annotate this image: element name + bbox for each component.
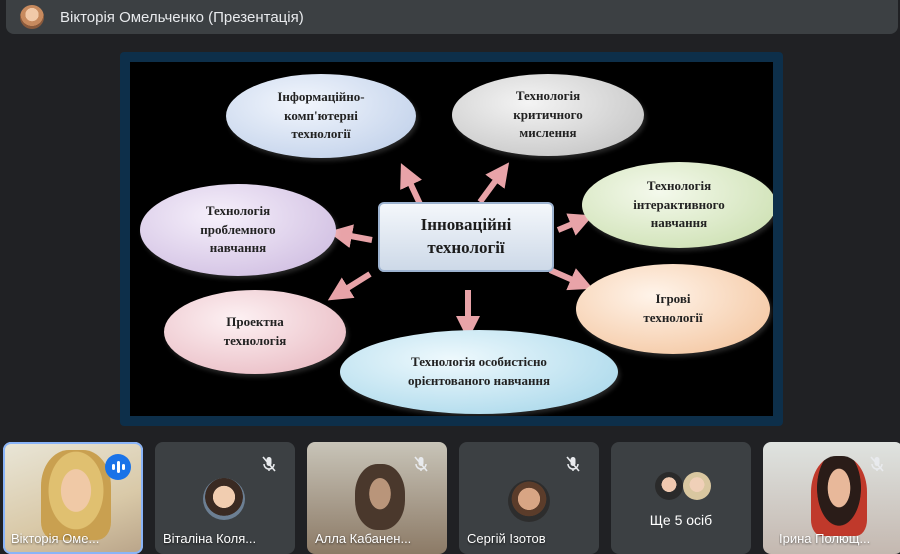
participant-name: Ірина Полющ... <box>779 531 871 546</box>
participant-tile[interactable]: Алла Кабанен... <box>307 442 447 554</box>
participant-video <box>811 456 867 536</box>
more-participants-tile[interactable]: Ще 5 осіб <box>611 442 751 554</box>
mic-off-icon <box>561 452 585 476</box>
participant-avatar <box>655 472 683 500</box>
arrow-to-project <box>327 271 372 301</box>
speaking-indicator-icon <box>105 454 131 480</box>
participant-video <box>41 450 111 540</box>
participant-avatar <box>203 478 245 520</box>
arrow-to-critical <box>477 162 510 204</box>
participant-avatar <box>683 472 711 500</box>
participant-name: Сергій Ізотов <box>467 531 546 546</box>
participant-name: Алла Кабанен... <box>315 531 412 546</box>
participant-tile[interactable]: Ірина Полющ... <box>763 442 900 554</box>
arrow-to-ict <box>400 163 423 206</box>
mic-off-icon <box>865 452 889 476</box>
presenter-bar[interactable]: Вікторія Омельченко (Презентація) <box>6 0 898 34</box>
mic-off-icon <box>257 452 281 476</box>
arrow-to-problem <box>328 224 373 249</box>
participant-avatar <box>508 480 550 522</box>
arrow-to-interactive <box>556 213 594 236</box>
participant-tile[interactable]: Сергій Ізотов <box>459 442 599 554</box>
arrow-to-games <box>548 267 593 291</box>
participant-video <box>355 464 405 530</box>
presenter-avatar <box>20 5 44 29</box>
participant-tile[interactable]: Віталіна Коля... <box>155 442 295 554</box>
mic-off-icon <box>409 452 433 476</box>
arrows-layer <box>327 162 594 340</box>
participant-tile[interactable]: Вікторія Оме... <box>3 442 143 554</box>
presenter-name: Вікторія Омельченко (Презентація) <box>60 8 304 26</box>
more-participants-label: Ще 5 осіб <box>649 512 713 528</box>
participant-name: Вікторія Оме... <box>11 531 100 546</box>
participant-strip: Вікторія Оме... Віталіна Коля... Алла Ка… <box>0 442 900 554</box>
participant-name: Віталіна Коля... <box>163 531 257 546</box>
